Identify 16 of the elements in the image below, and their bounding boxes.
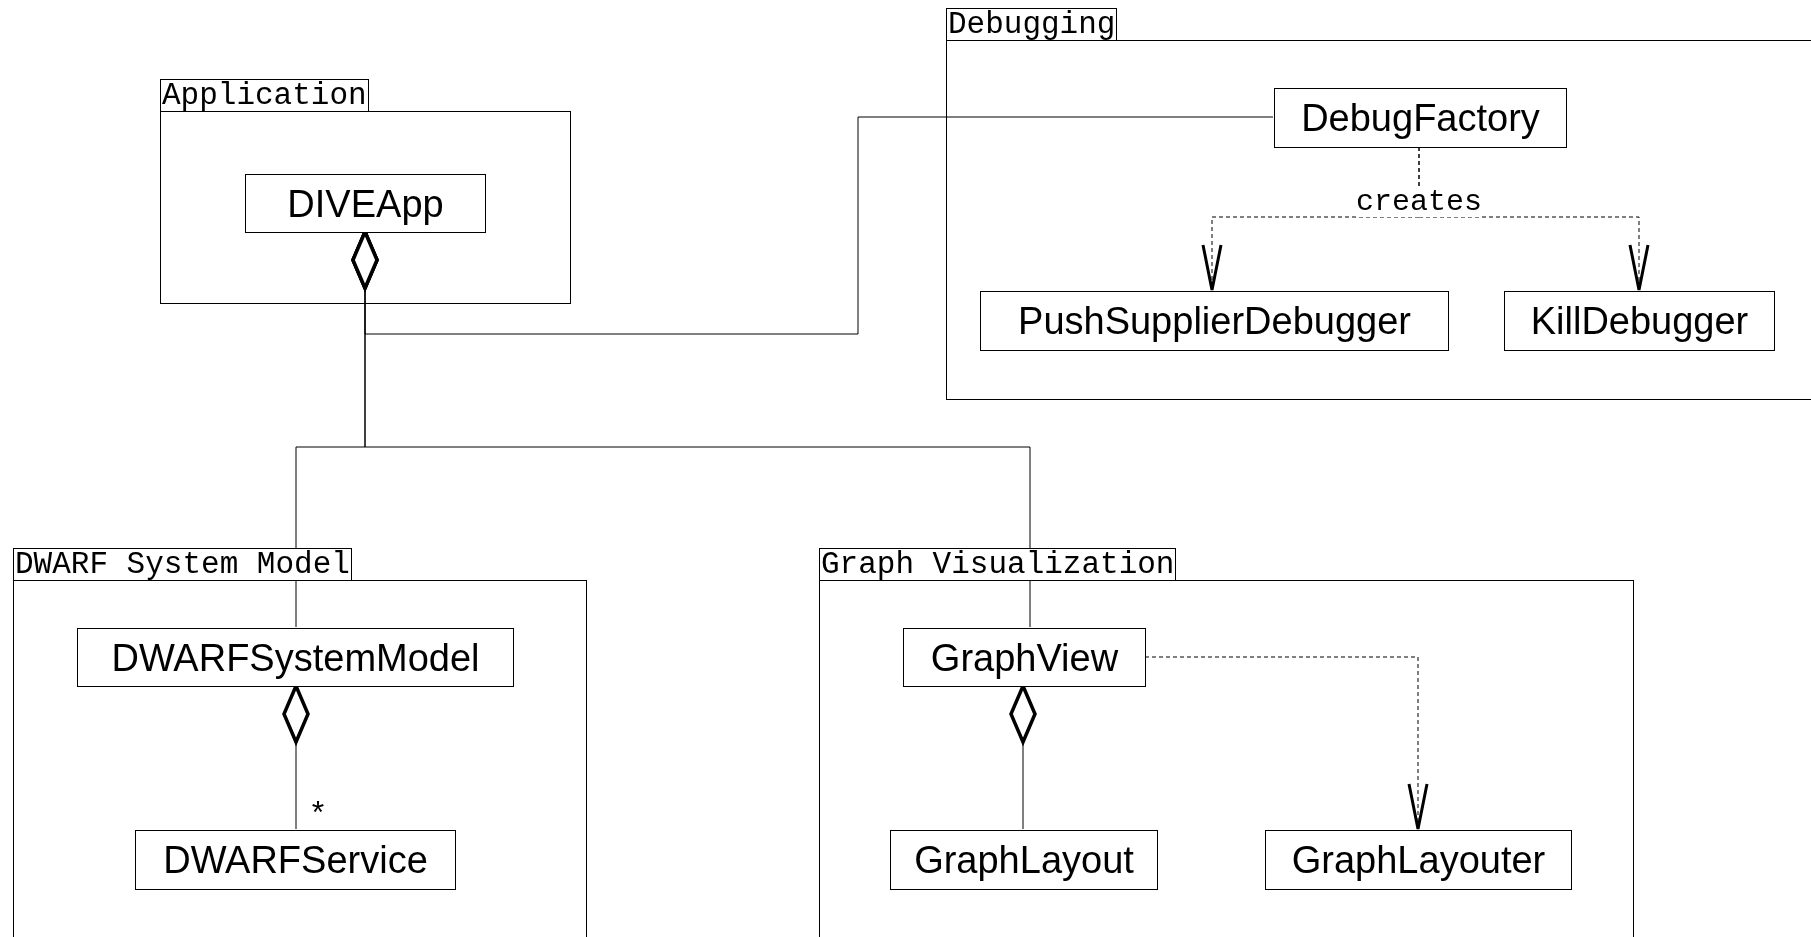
class-box: DebugFactory bbox=[1274, 88, 1567, 148]
package-tab-label: DWARF System Model bbox=[13, 548, 352, 581]
class-box: GraphLayout bbox=[890, 830, 1158, 890]
class-box: DWARFSystemModel bbox=[77, 628, 514, 687]
edge-label: creates bbox=[1356, 187, 1482, 217]
dependency-arrow bbox=[1418, 146, 1650, 292]
dependency-arrow bbox=[1144, 656, 1429, 831]
package-tab-label: Graph Visualization bbox=[819, 548, 1177, 581]
class-box: DWARFService bbox=[135, 830, 456, 890]
class-box: GraphView bbox=[903, 628, 1146, 687]
package-tab-label: Application bbox=[160, 79, 369, 112]
class-box: DIVEApp bbox=[245, 174, 486, 233]
package-tab-label: Debugging bbox=[946, 8, 1118, 41]
class-box: KillDebugger bbox=[1504, 291, 1775, 351]
class-box: GraphLayouter bbox=[1265, 830, 1572, 890]
class-box: PushSupplierDebugger bbox=[980, 291, 1449, 351]
